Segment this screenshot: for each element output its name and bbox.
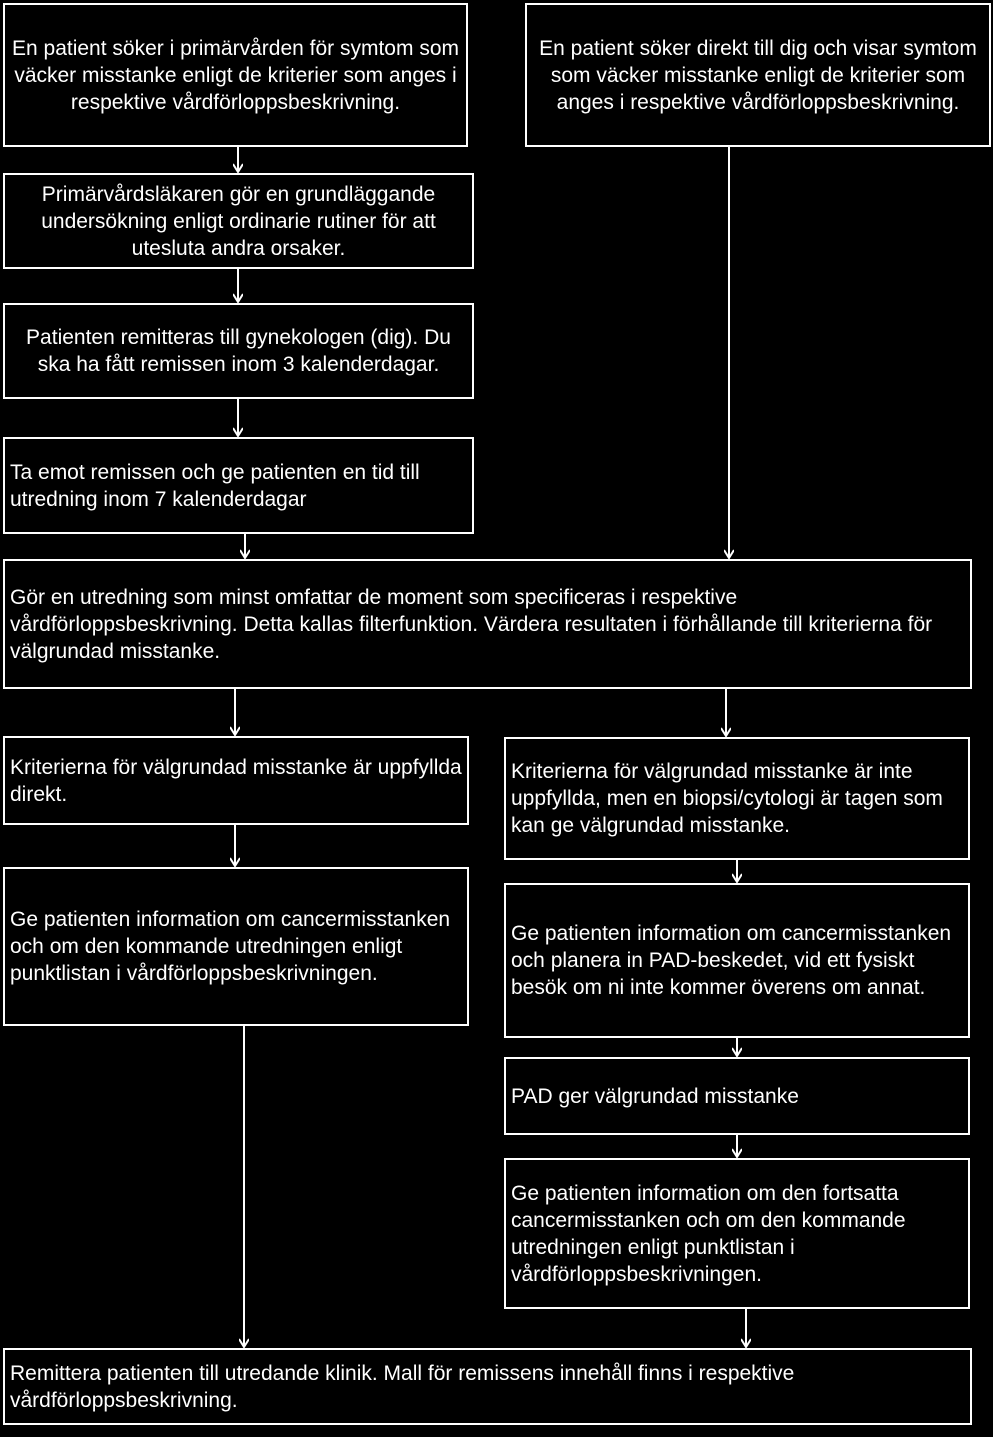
- receive-referral-text: Ta emot remissen och ge patienten en tid…: [10, 460, 420, 511]
- inform-met-box: Ge patienten information om cancermissta…: [3, 867, 469, 1026]
- inform-plan-pad-box: Ge patienten information om cancermissta…: [504, 883, 970, 1038]
- inform-met-text: Ge patienten information om cancermissta…: [10, 908, 451, 985]
- start-direct-box: En patient söker direkt till dig och vis…: [525, 3, 991, 147]
- criteria-not-met-box: Kriterierna för välgrundad misstanke är …: [504, 737, 970, 860]
- inform-plan-pad-text: Ge patienten information om cancermissta…: [511, 922, 952, 999]
- referral-text: Patienten remitteras till gynekologen (d…: [26, 326, 451, 376]
- receive-referral-box: Ta emot remissen och ge patienten en tid…: [3, 437, 474, 534]
- refer-clinic-box: Remittera patienten till utredande klini…: [3, 1348, 972, 1425]
- investigation-box: Gör en utredning som minst omfattar de m…: [3, 559, 972, 689]
- criteria-met-box: Kriterierna för välgrundad misstanke är …: [3, 736, 469, 825]
- primary-exam-text: Primärvårdsläkaren gör en grundläggande …: [41, 182, 436, 260]
- start-direct-text: En patient söker direkt till dig och vis…: [539, 36, 977, 114]
- inform-continued-box: Ge patienten information om den fortsatt…: [504, 1158, 970, 1309]
- primary-exam-box: Primärvårdsläkaren gör en grundläggande …: [3, 173, 474, 269]
- inform-continued-text: Ge patienten information om den fortsatt…: [511, 1181, 906, 1286]
- pad-result-box: PAD ger välgrundad misstanke: [504, 1057, 970, 1135]
- start-primary-care-text: En patient söker i primärvården för symt…: [12, 36, 459, 114]
- criteria-met-text: Kriterierna för välgrundad misstanke är …: [10, 755, 462, 806]
- referral-box: Patienten remitteras till gynekologen (d…: [3, 303, 474, 399]
- refer-clinic-text: Remittera patienten till utredande klini…: [10, 1361, 795, 1412]
- criteria-not-met-text: Kriterierna för välgrundad misstanke är …: [511, 760, 943, 837]
- investigation-text: Gör en utredning som minst omfattar de m…: [10, 585, 933, 663]
- start-primary-care-box: En patient söker i primärvården för symt…: [3, 3, 468, 147]
- pad-result-text: PAD ger välgrundad misstanke: [511, 1084, 799, 1108]
